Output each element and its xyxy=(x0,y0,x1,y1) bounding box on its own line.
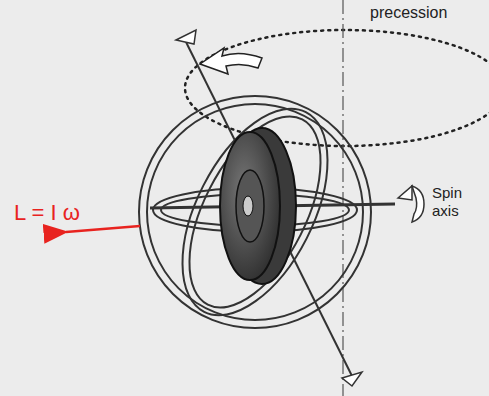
spin-axis-label: Spin axis xyxy=(432,184,482,220)
precession-arrow xyxy=(200,48,262,74)
pivot-axis xyxy=(186,42,352,376)
bottom-pin xyxy=(342,372,362,386)
momentum-arrow xyxy=(66,226,140,232)
precession-label: precession xyxy=(370,4,447,22)
spin-arrow xyxy=(412,186,424,222)
top-pin xyxy=(176,30,196,44)
rotor-disk xyxy=(220,132,280,280)
momentum-formula: L = I ω xyxy=(14,200,80,226)
